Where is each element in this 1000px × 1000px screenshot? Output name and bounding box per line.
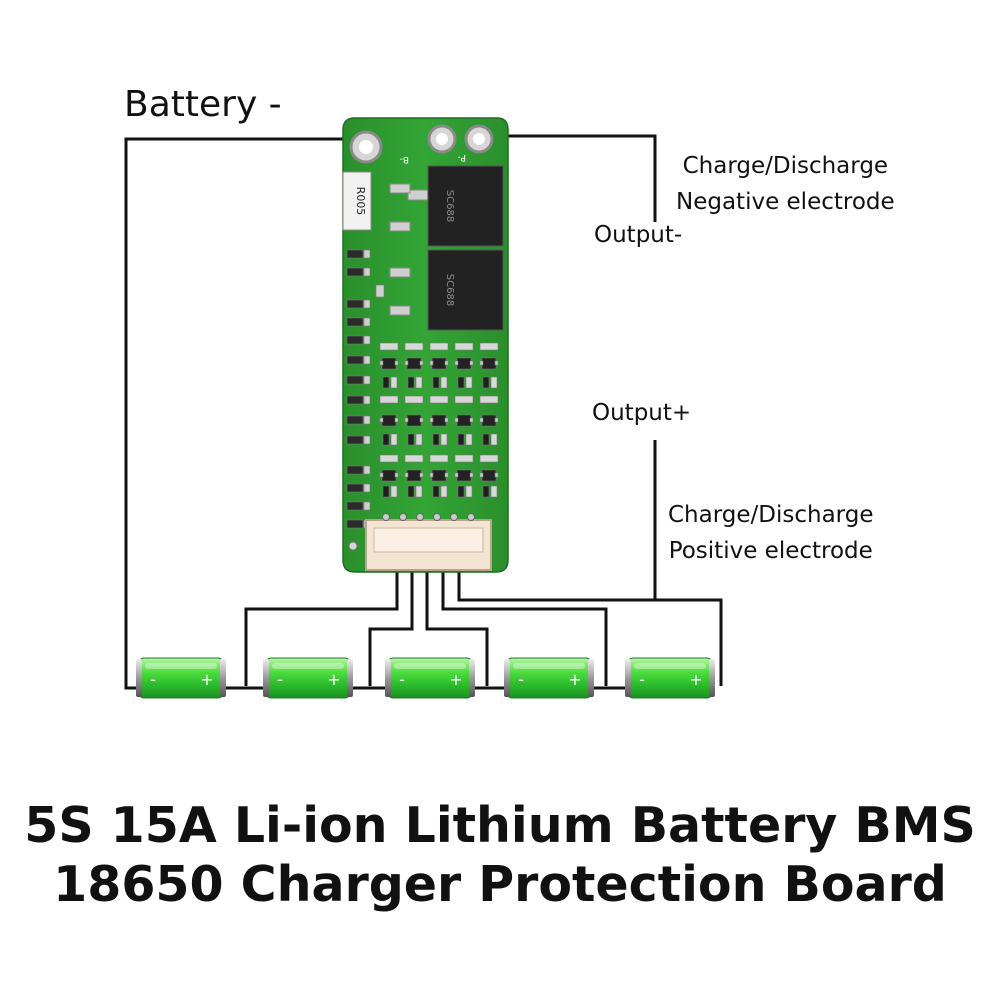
mosfet-1-label: SC688 [444,190,455,222]
cell-minus-terminal: - [150,670,156,689]
shunt-resistor: R005 [342,171,372,231]
cell-plus-terminal: + [327,670,340,689]
battery-cell: -+ [504,657,594,699]
cell-minus-terminal: - [277,670,283,689]
battery-cell: -+ [385,657,475,699]
cell-plus-terminal: + [689,670,702,689]
resistor-label: R005 [354,187,367,216]
pad-b-minus-label: B- [400,154,409,164]
wire-battery-minus [124,137,343,690]
charge-negative-line2: Negative electrode [676,189,895,215]
pad-p-minus-1 [427,124,457,154]
wiring [124,134,723,690]
balance-connector [365,513,492,571]
wire-output-minus [490,134,657,222]
mosfet-1: SC688 [389,165,504,247]
wire-sense-5 [457,560,723,686]
battery-cell: -+ [625,657,715,699]
charge-negative-line1: Charge/Discharge [682,153,889,179]
mosfet-2: SC688 [389,249,504,331]
battery-cells: -+-+-+-+-+ [136,657,715,699]
mount-hole-bottom [348,541,358,551]
title-line-2: 18650 Charger Protection Board [53,856,947,913]
output-minus-label: Output- [594,222,683,248]
charge-negative-label: Charge/Discharge Negative electrode [676,148,895,220]
battery-cell: -+ [263,657,353,699]
charge-positive-label: Charge/Discharge Positive electrode [668,497,873,569]
mosfet-2-label: SC688 [444,274,455,306]
pad-p-minus-2 [464,124,494,154]
wire-sense-4 [441,560,608,686]
wire-sense-1 [244,560,399,686]
cell-plus-terminal: + [449,670,462,689]
cell-minus-terminal: - [399,670,405,689]
cell-minus-terminal: - [639,670,645,689]
title-line-1: 5S 15A Li-ion Lithium Battery BMS [24,797,976,854]
charge-positive-line1: Charge/Discharge [668,502,874,528]
cell-plus-terminal: + [568,670,581,689]
pad-b-minus [349,130,383,164]
cell-minus-terminal: - [518,670,524,689]
wire-sense-2 [368,560,414,686]
battery-minus-label: Battery - [124,84,282,125]
smd-components [346,249,499,529]
battery-cell: -+ [136,657,226,699]
output-plus-label: Output+ [592,400,692,426]
bms-board: B- P- R005 SC688 SC688 [342,117,509,573]
cell-plus-terminal: + [200,670,213,689]
charge-positive-line2: Positive electrode [668,538,873,564]
wire-sense-3 [425,560,489,686]
pad-p-minus-label: P- [458,152,466,162]
